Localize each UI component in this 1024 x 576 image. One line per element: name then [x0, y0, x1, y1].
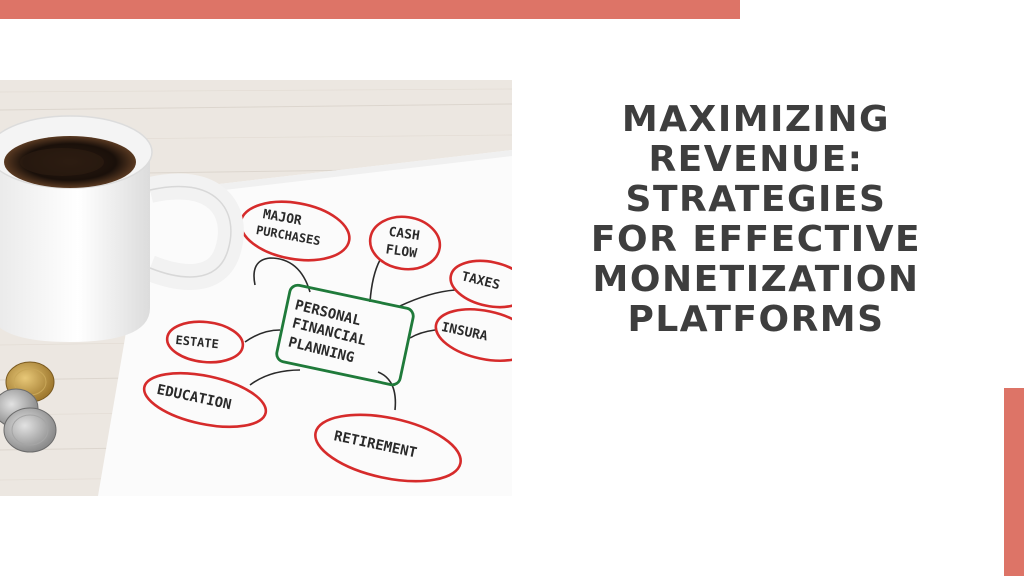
side-accent-bar	[1004, 388, 1024, 576]
financial-planning-photo: MAJOR PURCHASES CASH FLOW TAXES INSURA E…	[0, 80, 512, 496]
title-line-2: REVENUE: STRATEGIES	[625, 139, 887, 220]
title-line-3: FOR EFFECTIVE	[590, 219, 922, 260]
mindmap-estate: ESTATE	[175, 333, 220, 351]
title-line-1: MAXIMIZING	[621, 99, 891, 140]
coffee-mug	[0, 115, 244, 342]
top-accent-bar	[0, 0, 740, 19]
title-line-4: MONETIZATION	[592, 259, 920, 300]
title-line-5: PLATFORMS	[627, 299, 885, 340]
mindmap-cash-flow-line2: FLOW	[385, 242, 418, 261]
page-title: MAXIMIZING REVENUE: STRATEGIES FOR EFFEC…	[520, 100, 992, 340]
mindmap-cash-flow-line1: CASH	[388, 225, 421, 244]
coins	[0, 361, 57, 453]
mindmap-major-purchases-line1: MAJOR	[262, 207, 303, 229]
mindmap-center-box	[275, 283, 415, 387]
napkin	[98, 150, 512, 496]
